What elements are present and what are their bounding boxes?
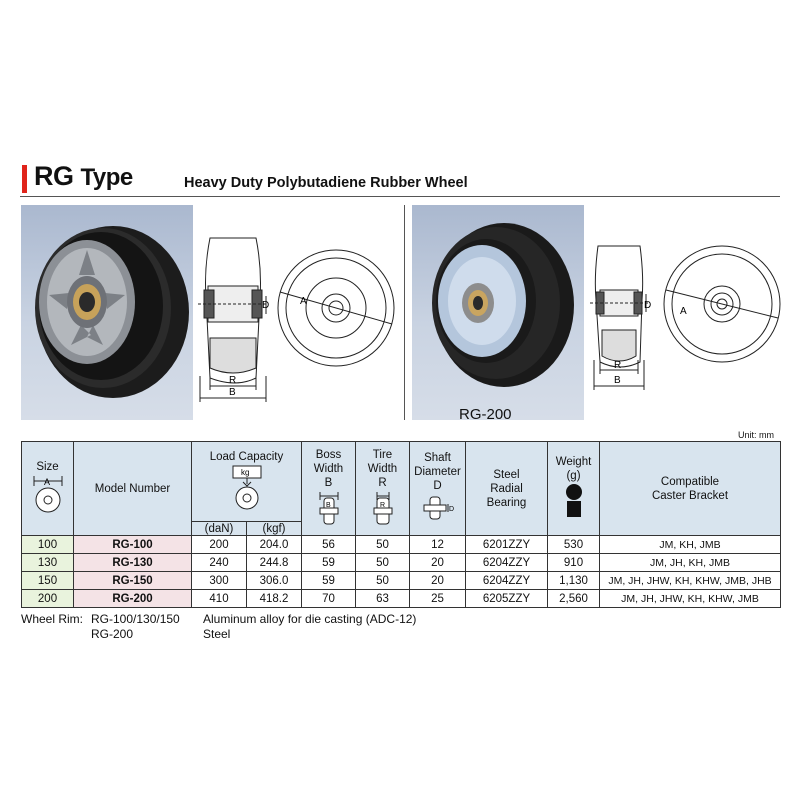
- load-icon-text: kg: [241, 468, 249, 477]
- cell-boss: 70: [301, 589, 356, 608]
- title-rule: [20, 196, 780, 197]
- cell-boss: 59: [301, 553, 356, 572]
- load-weight-icon: kg: [232, 465, 261, 510]
- shaft-icon-text: D: [449, 506, 454, 513]
- col-load-dan: (daN): [191, 521, 247, 536]
- footnote-label: Wheel Rim:: [21, 612, 84, 626]
- dim-b-label-2: B: [614, 375, 621, 386]
- col-boss-width: Boss Width B B: [301, 441, 356, 536]
- cell-tire: 50: [355, 571, 410, 590]
- dim-d-label: D: [262, 300, 269, 311]
- shaft-diameter-icon: D: [423, 496, 454, 520]
- cell-size: 130: [21, 553, 74, 572]
- cell-tire: 63: [355, 589, 410, 608]
- wheel-steel-diagram: D A R B: [590, 245, 781, 390]
- weight-icon: [565, 484, 582, 517]
- cell-shaft: 20: [409, 571, 466, 590]
- cell-kgf: 306.0: [246, 571, 302, 590]
- cell-dan: 240: [191, 553, 247, 572]
- cell-dan: 300: [191, 571, 247, 590]
- photo-caption: RG-200: [459, 406, 512, 423]
- table-row: 130 RG-130 240 244.8 59 50 20 6204ZZY 91…: [21, 553, 781, 572]
- cell-tire: 50: [355, 553, 410, 572]
- wheel-aluminum-image: [35, 226, 189, 398]
- footnote-models-1: RG-100/130/150: [91, 612, 180, 626]
- col-shaft-diameter: Shaft Diameter D D: [409, 441, 466, 536]
- boss-width-icon: B: [319, 492, 338, 525]
- footnote-material-1: Aluminum alloy for die casting (ADC-12): [203, 612, 417, 626]
- size-symbol-icon: A: [33, 476, 62, 513]
- cell-weight: 2,560: [547, 589, 600, 608]
- cell-bearing: 6205ZZY: [465, 589, 548, 608]
- cell-weight: 530: [547, 535, 600, 554]
- cell-model: RG-200: [73, 589, 192, 608]
- title-type: Type: [80, 164, 134, 191]
- table-row: 200 RG-200 410 418.2 70 63 25 6205ZZY 2,…: [21, 589, 781, 608]
- cell-boss: 56: [301, 535, 356, 554]
- cell-shaft: 12: [409, 535, 466, 554]
- cell-tire: 50: [355, 535, 410, 554]
- size-symbol-label: A: [44, 477, 50, 487]
- section-divider: [404, 205, 405, 420]
- cell-dan: 200: [191, 535, 247, 554]
- footnote-models-2: RG-200: [91, 627, 134, 641]
- cell-bearing: 6204ZZY: [465, 571, 548, 590]
- cell-shaft: 25: [409, 589, 466, 608]
- tire-icon-text: R: [380, 502, 385, 509]
- cell-kgf: 244.8: [246, 553, 302, 572]
- cell-boss: 59: [301, 571, 356, 590]
- cell-bearing: 6201ZZY: [465, 535, 548, 554]
- col-load: Load Capacity kg: [191, 441, 302, 522]
- spec-table: Size A Model Number Load Capacity kg: [21, 441, 781, 608]
- wheel-steel-image: [432, 223, 574, 387]
- cell-bearing: 6204ZZY: [465, 553, 548, 572]
- dim-r-label-2: R: [614, 360, 621, 371]
- cell-model: RG-100: [73, 535, 192, 554]
- cell-weight: 910: [547, 553, 600, 572]
- dim-a-label-2: A: [680, 306, 687, 317]
- cell-shaft: 20: [409, 553, 466, 572]
- cell-compat: JM, JH, JHW, KH, KHW, JMB, JHB: [599, 571, 781, 590]
- cell-model: RG-130: [73, 553, 192, 572]
- boss-icon-text: B: [326, 502, 331, 509]
- cell-kgf: 204.0: [246, 535, 302, 554]
- table-row: 150 RG-150 300 306.0 59 50 20 6204ZZY 1,…: [21, 571, 781, 590]
- footnote-material-2: Steel: [203, 627, 231, 641]
- cell-weight: 1,130: [547, 571, 600, 590]
- dim-r-label: R: [229, 375, 236, 386]
- col-size: Size A: [21, 441, 74, 536]
- wheel-photo-aluminum: [21, 205, 193, 420]
- cell-size: 100: [21, 535, 74, 554]
- cell-size: 150: [21, 571, 74, 590]
- wheel-photo-steel: [412, 205, 584, 420]
- col-tire-width: Tire Width R R: [355, 441, 410, 536]
- dim-d-label-2: D: [644, 300, 651, 311]
- wheel-aluminum-diagram: D A R B: [198, 237, 395, 402]
- col-load-kgf: (kgf): [246, 521, 302, 536]
- cell-compat: JM, JH, KH, JMB: [599, 553, 781, 572]
- title-accent-bar: [22, 165, 27, 193]
- col-model: Model Number: [73, 441, 192, 536]
- cell-dan: 410: [191, 589, 247, 608]
- page-subtitle: Heavy Duty Polybutadiene Rubber Wheel: [184, 175, 468, 191]
- col-bearing: Steel Radial Bearing: [465, 441, 548, 536]
- cell-model: RG-150: [73, 571, 192, 590]
- dim-b-label: B: [229, 387, 236, 398]
- col-compat: Compatible Caster Bracket: [599, 441, 781, 536]
- cell-size: 200: [21, 589, 74, 608]
- cell-compat: JM, KH, JMB: [599, 535, 781, 554]
- title-main: RG: [34, 161, 74, 191]
- tire-width-icon: R: [373, 492, 392, 525]
- cell-compat: JM, JH, JHW, KH, KHW, JMB: [599, 589, 781, 608]
- col-weight: Weight (g): [547, 441, 600, 536]
- table-row: 100 RG-100 200 204.0 56 50 12 6201ZZY 53…: [21, 535, 781, 554]
- unit-label: Unit: mm: [738, 430, 774, 440]
- dim-a-label: A: [300, 296, 307, 307]
- page-title: RG Type: [34, 161, 133, 192]
- cell-kgf: 418.2: [246, 589, 302, 608]
